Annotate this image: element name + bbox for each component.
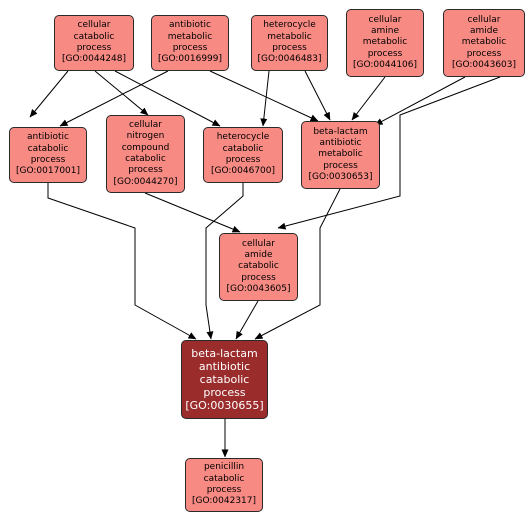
edge-arrow (351, 76, 386, 121)
go-term-id: [GO:0044270] (113, 176, 178, 187)
go-term-id: [GO:0030653] (308, 171, 373, 182)
go-term-id: [GO:0016999] (157, 54, 223, 65)
go-term-label-line: process (225, 155, 261, 165)
go-term-label-line: catabolic (199, 373, 250, 386)
go-term-id: [GO:0046700] (210, 166, 276, 177)
go-term-label-line: amine (370, 26, 400, 37)
go-term-id: [GO:0017001] (15, 166, 81, 177)
go-term-label-line: process (30, 155, 66, 165)
go-term-label-line: metabolic (318, 149, 363, 160)
go-term-id: [GO:0043605] (226, 283, 291, 294)
go-term-label-line: metabolic (267, 31, 312, 42)
edge-arrow (374, 76, 466, 126)
edge-arrow (47, 183, 197, 340)
go-term-label-line: catabolic (125, 154, 166, 164)
go-term-id: [GO:0042317] (191, 496, 257, 507)
go-term-label-line: catabolic (73, 31, 115, 42)
edge-arrow (260, 70, 270, 127)
go-term-label-line: cellular (242, 238, 275, 249)
edge-arrow (114, 70, 221, 127)
go-term-label-line: process (128, 165, 163, 176)
go-term-label-line: antibiotic (319, 138, 362, 149)
edge-arrow (205, 183, 244, 340)
edge-arrow (277, 76, 501, 230)
go-term-label-line: beta-lactam (313, 126, 368, 137)
go-term-label-line: catabolic (238, 261, 279, 272)
edge-arrow (209, 70, 319, 122)
go-term-label-line: penicillin (203, 462, 245, 473)
go-term-label-line: catabolic (203, 473, 245, 484)
go-term-label-line: antibiotic (169, 20, 211, 31)
edge-arrow (235, 300, 259, 340)
go-term-label-line: process (466, 48, 502, 59)
go-term-label-line: cellular (467, 14, 501, 25)
go-term-label-line: process (272, 43, 307, 53)
go-term-label-line: heterocycle (216, 132, 270, 143)
go-term-label-line: antibiotic (27, 132, 69, 143)
edge-arrow (304, 70, 331, 121)
go-term-label-line: amide (244, 250, 273, 261)
go-term-label-line: catabolic (27, 143, 69, 154)
edge-arrow (144, 192, 241, 233)
go-term-label-line: beta-lactam (191, 347, 258, 360)
go-term-label-line: metabolic (461, 37, 507, 48)
go-term-id: [GO:0046483] (257, 54, 322, 65)
go-term-label-line: process (203, 386, 246, 399)
go-term-label-line: process (172, 43, 208, 53)
go-term-id: [GO:0043603] (451, 59, 517, 70)
go-term-label-line: process (241, 272, 276, 283)
go-term-label-line: cellular (77, 20, 111, 31)
go-term-label-line: catabolic (222, 143, 264, 154)
go-term-label-line: nitrogen (126, 131, 165, 142)
edge-arrow (254, 188, 341, 340)
edge-layer (29, 70, 501, 458)
go-term-label-line: heterocycle (263, 20, 316, 31)
go-term-label-line: compound (121, 142, 170, 153)
go-term-label-line: antibiotic (198, 360, 251, 373)
go-term-id: [GO:0044248] (61, 54, 127, 65)
edge-arrow (29, 70, 69, 118)
go-term-label-line: process (323, 160, 358, 171)
go-term-label-line: metabolic (362, 37, 408, 48)
go-term-label-line: process (367, 48, 403, 59)
go-term-label-line: process (206, 485, 242, 495)
edge-arrow (94, 70, 149, 116)
edge-arrow (59, 70, 169, 127)
go-term-label-line: cellular (129, 120, 162, 131)
go-term-label-line: metabolic (167, 31, 213, 42)
go-term-id: [GO:0030655] (185, 399, 264, 412)
go-term-label-line: cellular (368, 14, 402, 25)
go-term-label-line: amide (469, 26, 499, 37)
go-term-label-line: process (76, 43, 112, 53)
go-term-id: [GO:0044106] (352, 59, 418, 70)
